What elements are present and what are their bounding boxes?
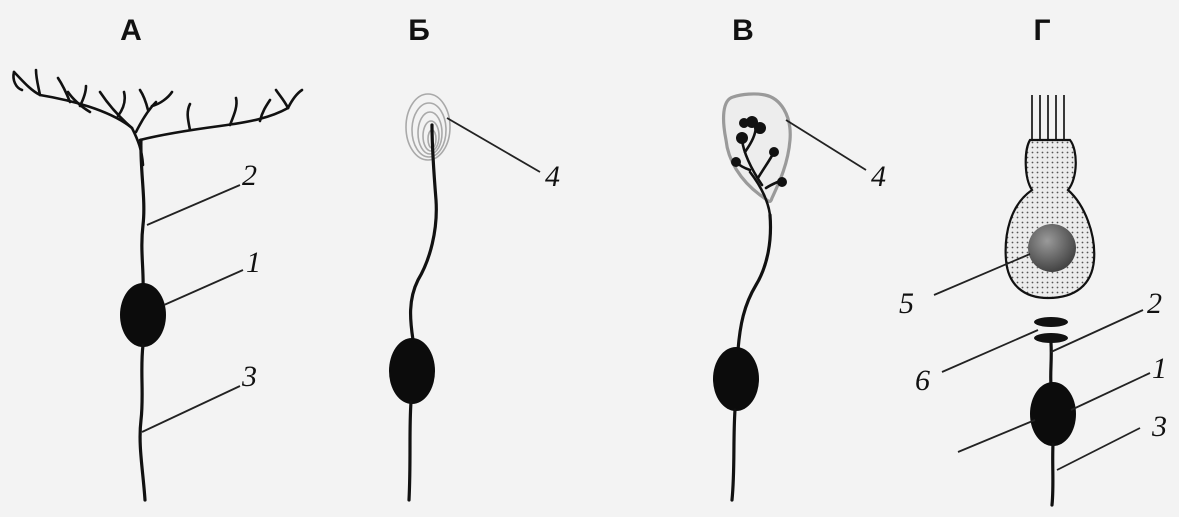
panel-b-letter: Б [408, 14, 430, 47]
dendrite-trunk [1051, 343, 1052, 385]
label-6: 6 [915, 364, 930, 397]
leader-line-1-left [958, 420, 1035, 452]
axon [409, 402, 411, 500]
label-4: 4 [545, 160, 560, 193]
panel-a-letter: А [120, 14, 142, 47]
leader-line-1 [1071, 373, 1150, 410]
leader-line-1 [164, 270, 243, 305]
dendrite-trunk [411, 125, 437, 340]
dendrite-trunk [738, 215, 770, 350]
stereocilia-hair-bundle [1032, 95, 1064, 140]
label-4: 4 [871, 160, 886, 193]
neuron-cell-body [713, 347, 759, 411]
leader-line-6 [942, 330, 1038, 372]
leader-line-3 [142, 386, 240, 432]
synapse [1034, 317, 1068, 343]
label-3: 3 [241, 360, 257, 393]
label-2: 2 [1147, 287, 1162, 320]
axon [732, 410, 735, 500]
panel-c-letter: В [732, 14, 754, 47]
label-1: 1 [246, 246, 261, 279]
neuron-cell-body [389, 338, 435, 404]
neuron-cell-body [1030, 382, 1076, 446]
panel-c: В 4 [713, 14, 886, 500]
receptor-cell [1006, 140, 1095, 298]
label-1: 1 [1152, 352, 1167, 385]
leader-line-4 [786, 120, 866, 170]
leader-line-4 [447, 118, 540, 172]
receptor-cell-nucleus [1028, 224, 1076, 272]
neuron-cell-body [120, 283, 166, 347]
label-5: 5 [899, 287, 914, 320]
axon [140, 345, 145, 500]
axon [1052, 444, 1053, 505]
lamellated-capsule [406, 94, 450, 160]
dendritic-tree [13, 70, 302, 165]
leader-line-2 [147, 185, 240, 225]
panel-d: Г 5 2 6 1 3 [899, 14, 1167, 505]
panel-a: А 2 1 [13, 14, 302, 500]
leader-line-2 [1051, 310, 1143, 352]
panel-d-letter: Г [1033, 14, 1050, 47]
label-2: 2 [242, 159, 257, 192]
panel-b: Б 4 [389, 14, 560, 500]
label-3: 3 [1151, 410, 1167, 443]
